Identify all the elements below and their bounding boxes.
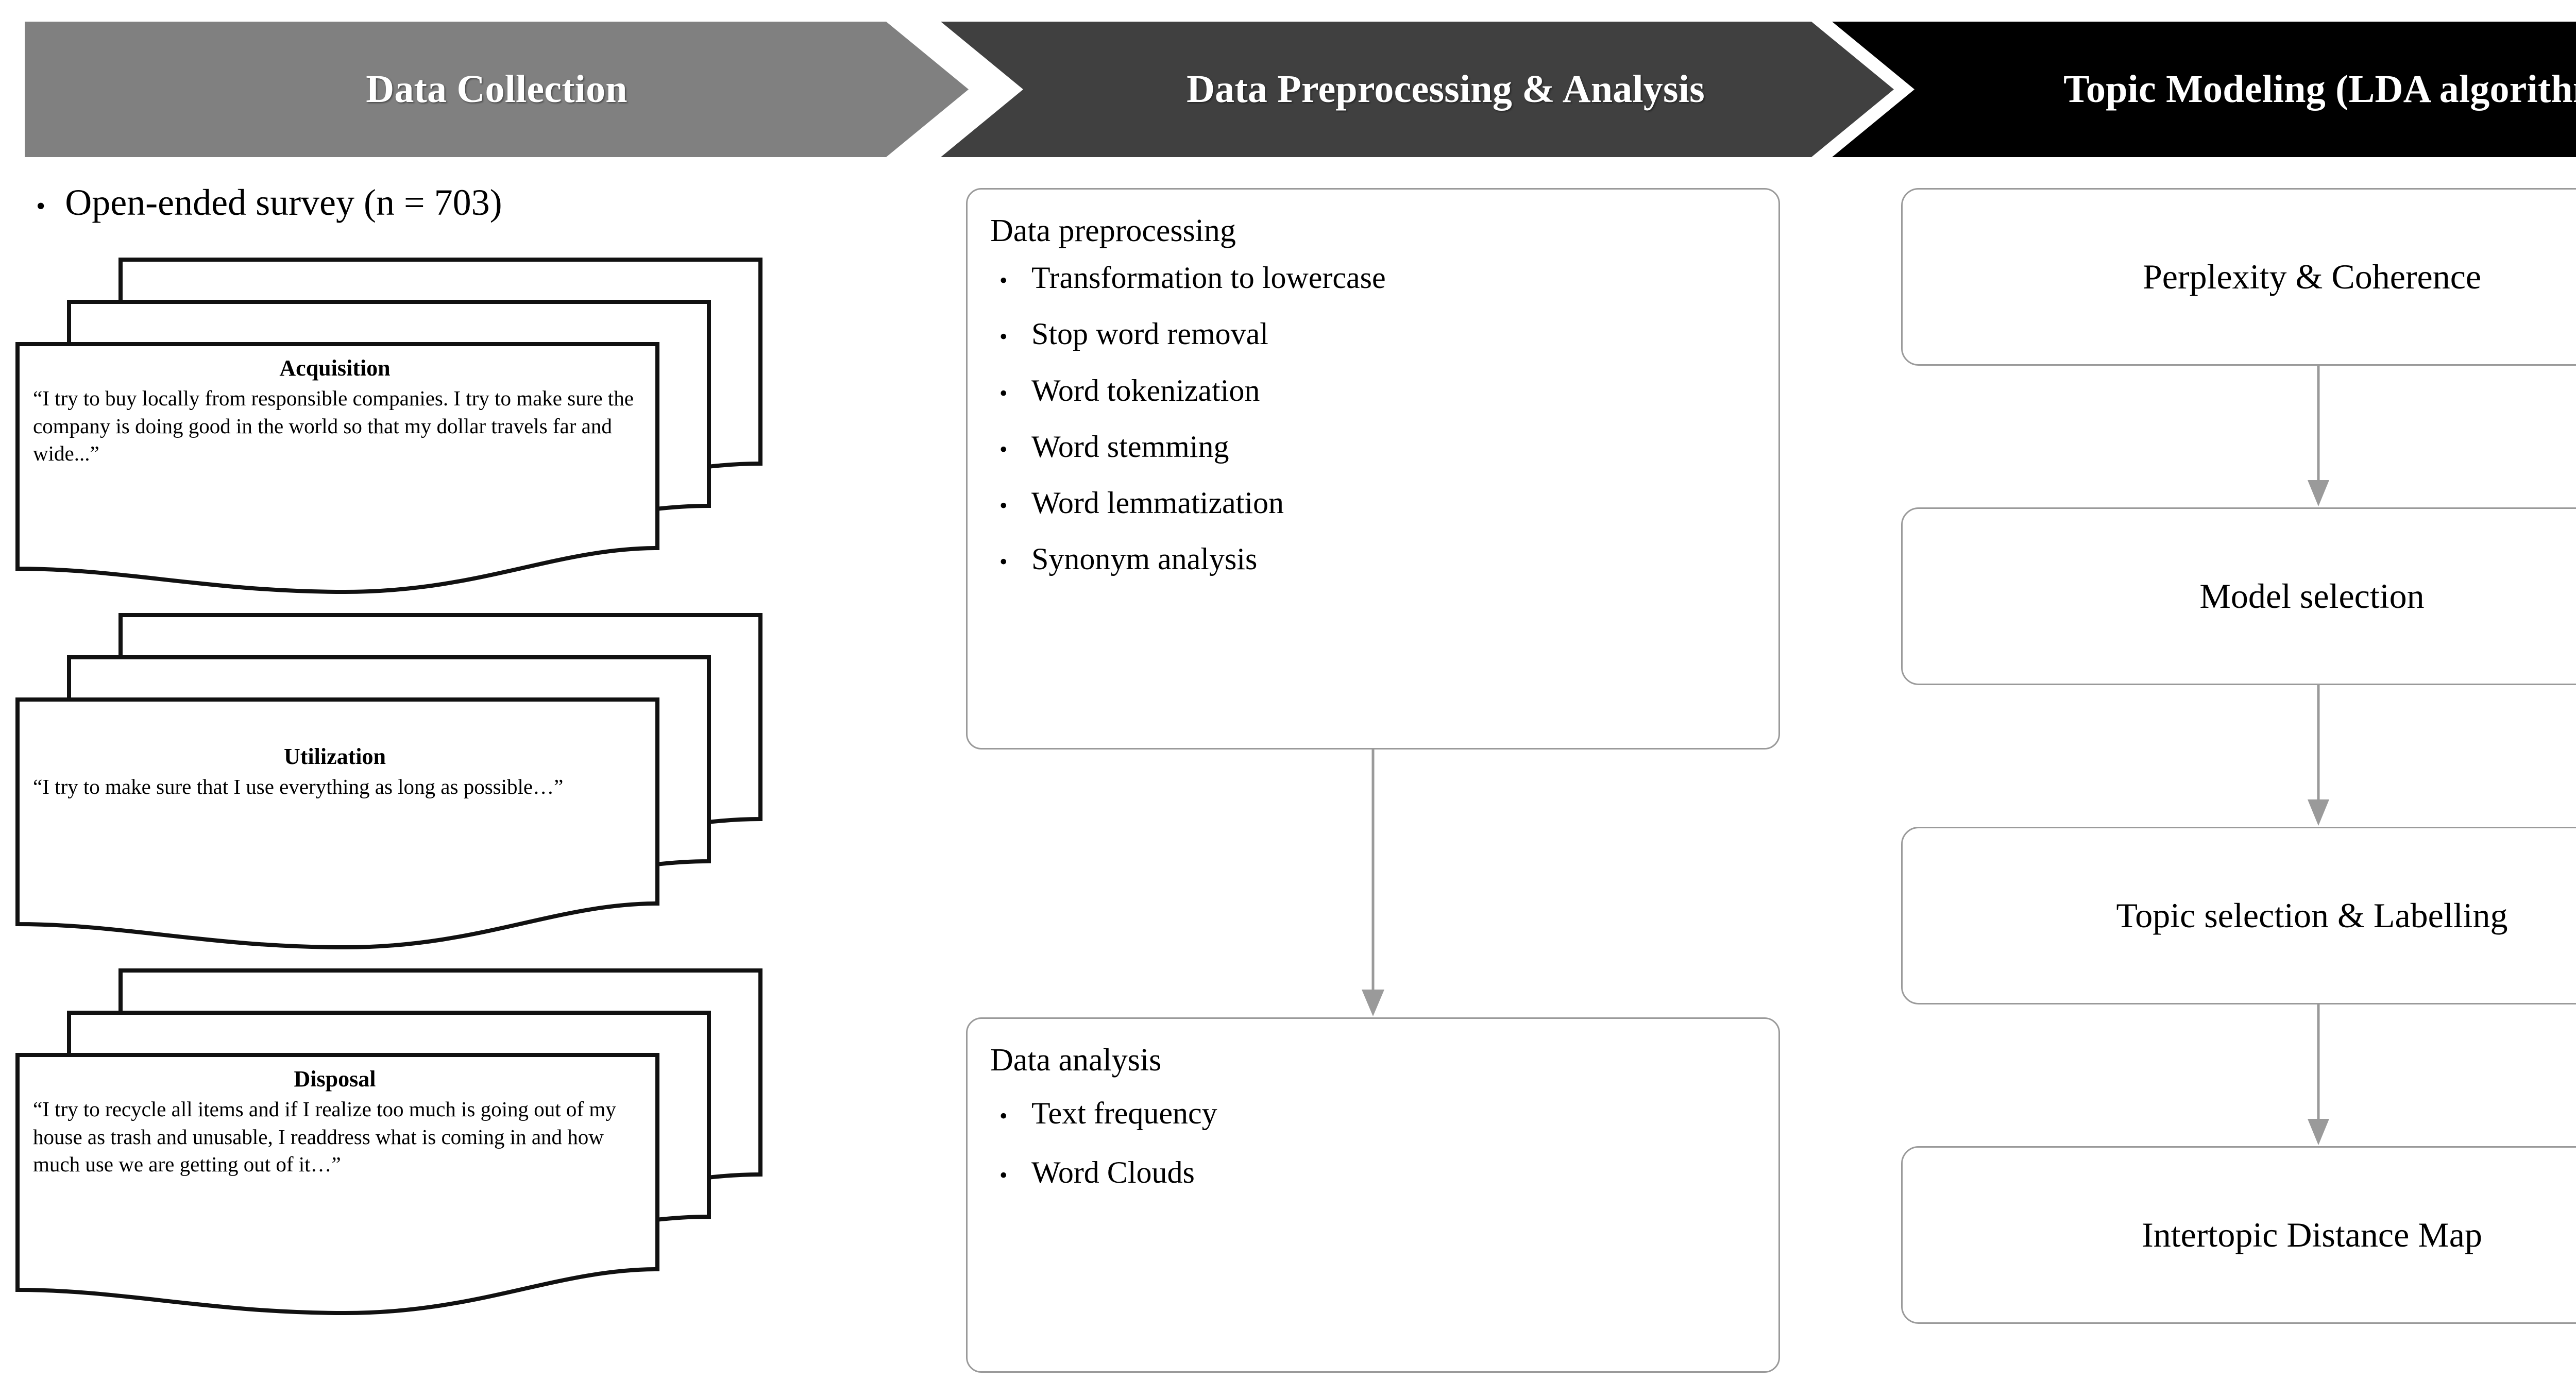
banner-topic-modeling: Topic Modeling (LDA algorithm) bbox=[1832, 22, 2576, 157]
data-collection-column: • Open-ended survey (n = 703) Acquisitio… bbox=[0, 165, 907, 1397]
list-item-label: Word Clouds bbox=[1031, 1155, 1195, 1190]
quote-card-title: Utilization bbox=[284, 744, 386, 769]
list-item-label: Word lemmatization bbox=[1031, 485, 1284, 520]
quote-card-text: “I try to make sure that I use everythin… bbox=[33, 775, 564, 799]
survey-line: • Open-ended survey (n = 703) bbox=[36, 181, 502, 224]
step-box-topic-selection-labelling: Topic selection & Labelling bbox=[1901, 827, 2576, 1004]
data-preprocessing-heading: Data preprocessing bbox=[990, 213, 1236, 248]
pipeline-banner-row: Data Collection Data Preprocessing & Ana… bbox=[0, 0, 2576, 165]
list-item-label: Word stemming bbox=[1031, 429, 1229, 464]
list-item-label: Text frequency bbox=[1031, 1096, 1217, 1131]
arrow-step2-to-step3 bbox=[2303, 685, 2334, 827]
arrow-step1-to-step2 bbox=[2303, 366, 2334, 507]
list-item: • Synonym analysis bbox=[968, 542, 1778, 576]
quote-card-body-disposal: Disposal “I try to recycle all items and… bbox=[15, 1053, 654, 1295]
list-item: • Word stemming bbox=[968, 430, 1778, 464]
step-box-label: Topic selection & Labelling bbox=[2116, 896, 2508, 935]
data-analysis-heading: Data analysis bbox=[990, 1043, 1162, 1078]
list-item: • Stop word removal bbox=[968, 317, 1778, 351]
arrow-preprocessing-to-analysis bbox=[1358, 749, 1388, 1017]
quote-card-stack-disposal: Disposal “I try to recycle all items and… bbox=[15, 968, 773, 1316]
list-item: • Word Clouds bbox=[968, 1155, 1778, 1190]
bullet-icon: • bbox=[999, 268, 1008, 294]
quote-card-stack-utilization: Utilization “I try to make sure that I u… bbox=[15, 613, 773, 950]
data-analysis-list: • Text frequency • Word Clouds bbox=[968, 1078, 1778, 1190]
list-item: • Text frequency bbox=[968, 1096, 1778, 1131]
bullet-icon: • bbox=[999, 549, 1008, 575]
bullet-icon: • bbox=[999, 1163, 1008, 1188]
bullet-icon: • bbox=[999, 1103, 1008, 1129]
card-front-sheet bbox=[15, 697, 659, 955]
bullet-icon: • bbox=[999, 324, 1008, 350]
data-preprocessing-box: Data preprocessing • Transformation to lo… bbox=[966, 188, 1780, 749]
step-box-perplexity-coherence: Perplexity & Coherence bbox=[1901, 188, 2576, 366]
step-box-intertopic-distance-map: Intertopic Distance Map bbox=[1901, 1146, 2576, 1324]
topic-modeling-column: Perplexity & Coherence Model selection T… bbox=[1901, 0, 2576, 1397]
step-box-label: Perplexity & Coherence bbox=[2142, 257, 2482, 296]
bullet-icon: • bbox=[999, 436, 1008, 462]
preprocessing-analysis-column: Data preprocessing • Transformation to lo… bbox=[966, 0, 1783, 1397]
list-item-label: Synonym analysis bbox=[1031, 542, 1258, 576]
list-item: • Word tokenization bbox=[968, 373, 1778, 408]
banner-data-preprocessing-analysis: Data Preprocessing & Analysis bbox=[941, 22, 1894, 157]
quote-card-text: “I try to buy locally from responsible c… bbox=[33, 386, 634, 465]
list-item: • Word lemmatization bbox=[968, 486, 1778, 520]
card-front-sheet bbox=[15, 342, 659, 600]
data-preprocessing-list: • Transformation to lowercase • Stop word … bbox=[968, 248, 1778, 576]
survey-label: Open-ended survey (n = 703) bbox=[65, 182, 502, 223]
quote-card-body-acquisition: Acquisition “I try to buy locally from r… bbox=[15, 342, 654, 584]
step-box-label: Intertopic Distance Map bbox=[2142, 1215, 2482, 1254]
bullet-icon: • bbox=[36, 192, 46, 221]
banner-data-collection-label: Data Collection bbox=[366, 67, 628, 111]
banner-data-collection: Data Collection bbox=[25, 22, 969, 157]
quote-card-body-utilization: Utilization “I try to make sure that I u… bbox=[15, 697, 654, 940]
quote-card-title: Disposal bbox=[294, 1066, 376, 1092]
quote-card-title: Acquisition bbox=[279, 355, 391, 381]
list-item-label: Word tokenization bbox=[1031, 373, 1260, 407]
list-item-label: Stop word removal bbox=[1031, 317, 1268, 351]
list-item: • Transformation to lowercase bbox=[968, 261, 1778, 295]
banner-data-preprocessing-analysis-label: Data Preprocessing & Analysis bbox=[1187, 67, 1705, 111]
bullet-icon: • bbox=[999, 380, 1008, 406]
data-analysis-box: Data analysis • Text frequency • Word Clou… bbox=[966, 1017, 1780, 1373]
banner-topic-modeling-label: Topic Modeling (LDA algorithm) bbox=[2063, 67, 2576, 111]
card-front-sheet bbox=[15, 1053, 659, 1321]
list-item-label: Transformation to lowercase bbox=[1031, 261, 1386, 295]
quote-card-text: “I try to recycle all items and if I rea… bbox=[33, 1097, 616, 1176]
arrow-step3-to-step4 bbox=[2303, 1004, 2334, 1146]
quote-card-stack-acquisition: Acquisition “I try to buy locally from r… bbox=[15, 258, 773, 594]
bullet-icon: • bbox=[999, 492, 1008, 518]
step-box-model-selection: Model selection bbox=[1901, 507, 2576, 685]
step-box-label: Model selection bbox=[2199, 576, 2425, 616]
